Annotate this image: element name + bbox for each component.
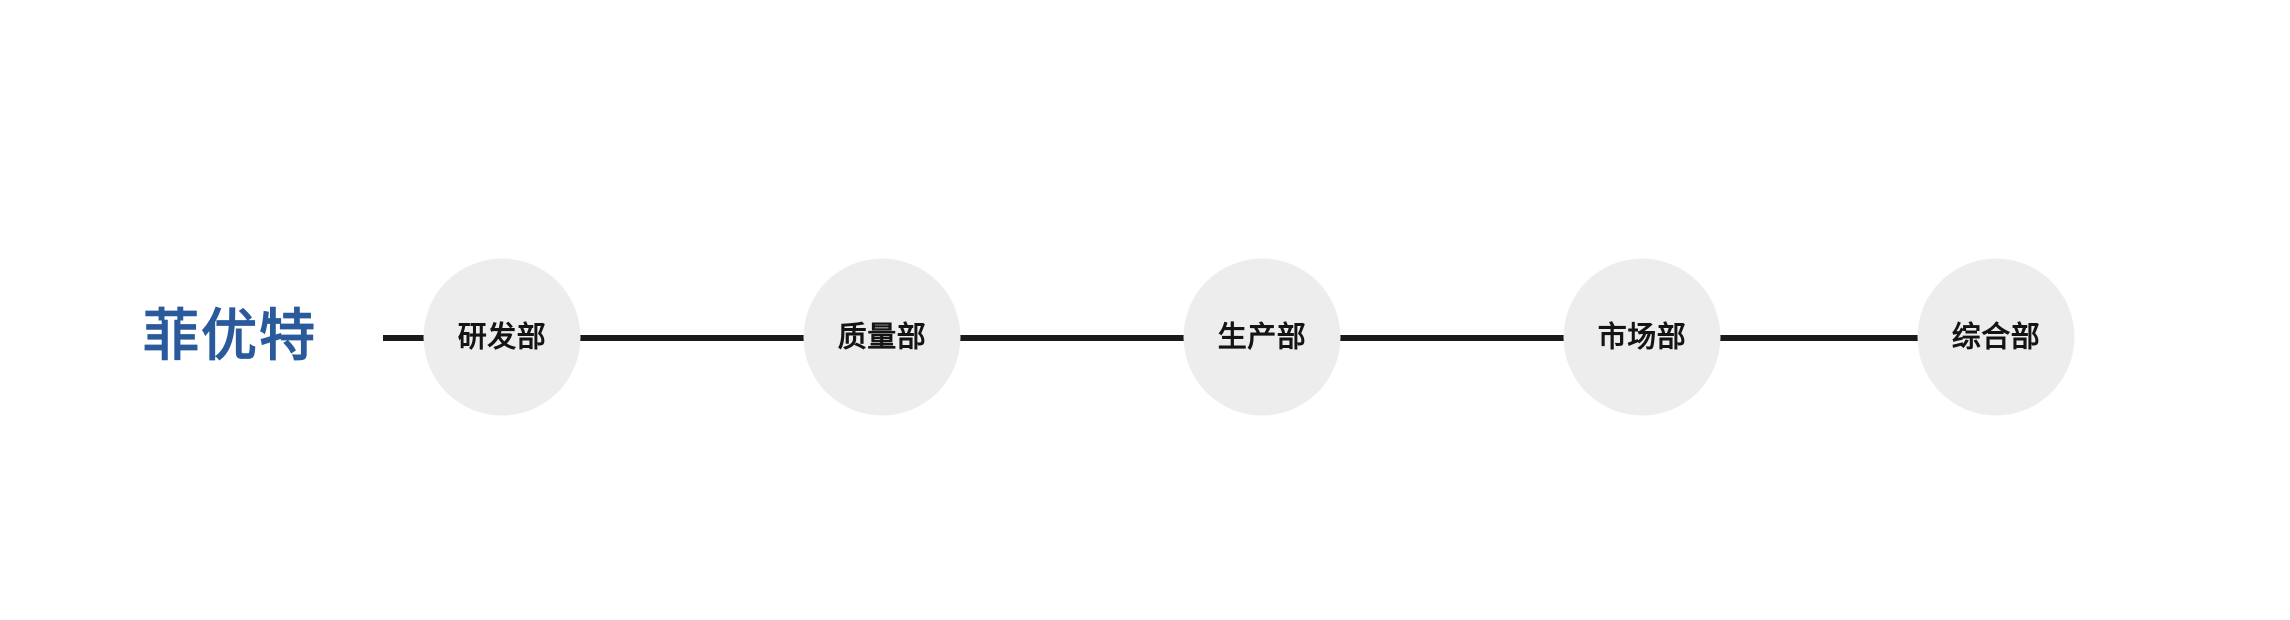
- organization-title: 菲优特: [143, 304, 317, 369]
- connector-production-to-marketing: [1340, 335, 1564, 341]
- connector-marketing-to-general: [1720, 335, 1918, 341]
- connector-brand-to-rd: [383, 335, 425, 341]
- department-label: 研发部: [457, 319, 547, 354]
- department-label: 市场部: [1597, 319, 1687, 354]
- department-node-quality[interactable]: 质量部: [803, 258, 961, 416]
- connector-rd-to-quality: [580, 335, 804, 341]
- department-node-general[interactable]: 综合部: [1917, 258, 2075, 416]
- department-node-marketing[interactable]: 市场部: [1563, 258, 1721, 416]
- department-label: 生产部: [1217, 319, 1307, 354]
- department-label: 综合部: [1951, 319, 2041, 354]
- department-node-rd[interactable]: 研发部: [423, 258, 581, 416]
- department-label: 质量部: [837, 319, 927, 354]
- department-node-production[interactable]: 生产部: [1183, 258, 1341, 416]
- connector-quality-to-production: [960, 335, 1184, 341]
